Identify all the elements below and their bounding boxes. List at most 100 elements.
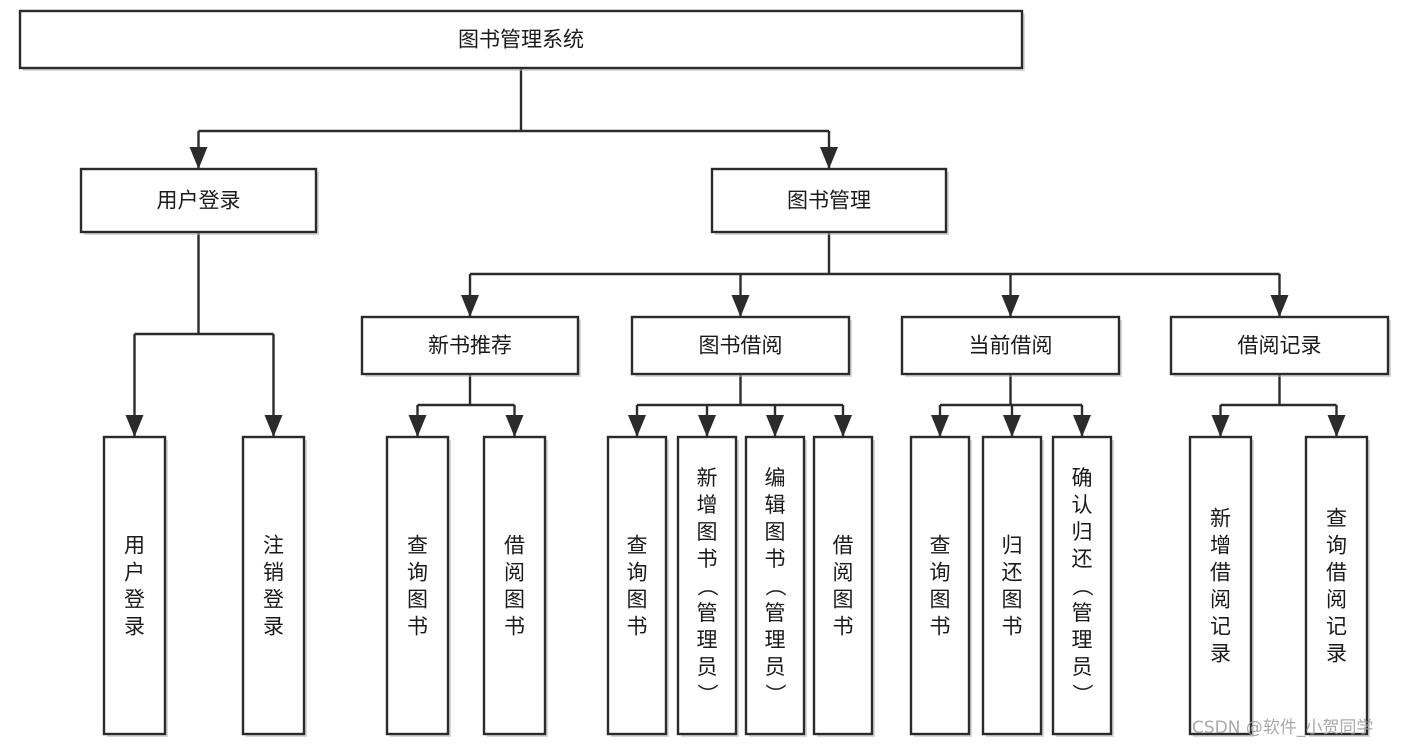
node-box[interactable] bbox=[900, 315, 1121, 376]
connector-group-root bbox=[189, 68, 838, 169]
node-box[interactable] bbox=[385, 435, 450, 736]
node-label: 借阅记录 bbox=[1238, 334, 1322, 358]
node-box[interactable] bbox=[360, 315, 580, 376]
node-box[interactable] bbox=[102, 435, 167, 736]
arrow-head-icon bbox=[1327, 415, 1346, 437]
node-new-book-recommend[interactable]: 新书推荐 bbox=[360, 315, 581, 377]
node-box[interactable] bbox=[744, 435, 806, 736]
node-current-borrow[interactable]: 当前借阅 bbox=[900, 315, 1122, 377]
arrow-head-icon bbox=[125, 415, 144, 437]
svg-text:确: 确 bbox=[1072, 466, 1093, 490]
node-box[interactable] bbox=[1304, 435, 1369, 736]
node-box[interactable] bbox=[676, 435, 738, 736]
svg-text:录: 录 bbox=[124, 615, 145, 639]
node-box[interactable] bbox=[606, 435, 668, 736]
node-label: 当前借阅 bbox=[969, 334, 1053, 358]
node-box[interactable] bbox=[812, 435, 874, 736]
arrow-head-icon bbox=[628, 415, 646, 437]
node-label: 用户登录 bbox=[157, 189, 241, 213]
node-undefined[interactable]: 图书管理系统 bbox=[18, 9, 1025, 71]
arrow-head-icon bbox=[189, 147, 208, 169]
svg-text:增: 增 bbox=[1210, 534, 1231, 558]
svg-text:查: 查 bbox=[930, 534, 951, 558]
node-box[interactable] bbox=[1169, 315, 1390, 376]
arrow-head-icon bbox=[461, 295, 479, 317]
svg-text:新: 新 bbox=[1210, 507, 1231, 531]
svg-text:阅: 阅 bbox=[833, 561, 854, 585]
node-box[interactable] bbox=[909, 435, 971, 736]
csdn-watermark: CSDN @软件_小贺同学 bbox=[1192, 718, 1373, 738]
svg-text:理: 理 bbox=[765, 628, 786, 652]
svg-text:辑: 辑 bbox=[765, 493, 786, 517]
svg-text:用: 用 bbox=[124, 534, 145, 558]
svg-text:询: 询 bbox=[930, 561, 951, 585]
node-book-borrow[interactable]: 图书借阅 bbox=[630, 315, 852, 377]
svg-text:（: （ bbox=[1070, 576, 1094, 597]
node-label: 用户登录 bbox=[124, 534, 145, 639]
node-box[interactable] bbox=[79, 167, 318, 234]
node-box[interactable] bbox=[981, 435, 1043, 736]
svg-text:增: 增 bbox=[697, 493, 718, 517]
arrow-head-icon bbox=[698, 415, 716, 437]
svg-text:查: 查 bbox=[627, 534, 648, 558]
arrow-head-icon bbox=[1073, 415, 1091, 437]
node-box[interactable] bbox=[710, 167, 948, 234]
svg-text:还: 还 bbox=[1002, 561, 1023, 585]
svg-text:）: ） bbox=[763, 684, 787, 705]
svg-text:录: 录 bbox=[1326, 642, 1347, 666]
connector-group-book-manage bbox=[461, 232, 1289, 317]
svg-text:书: 书 bbox=[930, 615, 951, 639]
arrow-head-icon bbox=[505, 415, 524, 437]
svg-text:询: 询 bbox=[1326, 534, 1347, 558]
svg-text:询: 询 bbox=[627, 561, 648, 585]
connector-group-user-login bbox=[125, 232, 283, 437]
svg-text:）: ） bbox=[695, 684, 719, 705]
node-book-manage[interactable]: 图书管理 bbox=[710, 167, 949, 235]
svg-text:记: 记 bbox=[1326, 615, 1347, 639]
svg-text:记: 记 bbox=[1210, 615, 1231, 639]
svg-text:员: 员 bbox=[1072, 655, 1093, 679]
arrow-head-icon bbox=[1003, 415, 1021, 437]
node-label: 图书管理系统 bbox=[458, 28, 584, 52]
svg-text:户: 户 bbox=[124, 561, 145, 585]
svg-text:理: 理 bbox=[697, 628, 718, 652]
node-user-login[interactable]: 用户登录 bbox=[79, 167, 319, 235]
svg-text:借: 借 bbox=[1326, 561, 1347, 585]
node-label: 图书管理 bbox=[787, 189, 871, 213]
node-box[interactable] bbox=[1051, 435, 1113, 736]
node-box[interactable] bbox=[1188, 435, 1253, 736]
arrow-head-icon bbox=[264, 415, 283, 437]
node-box[interactable] bbox=[482, 435, 547, 736]
svg-text:查: 查 bbox=[1326, 507, 1347, 531]
svg-text:图: 图 bbox=[765, 520, 786, 544]
node-box[interactable] bbox=[630, 315, 851, 376]
node-label: 新书推荐 bbox=[428, 334, 512, 358]
svg-text:管: 管 bbox=[1072, 601, 1093, 625]
svg-text:（: （ bbox=[695, 576, 719, 597]
arrow-head-icon bbox=[834, 415, 852, 437]
connector-group-new-book-recommend bbox=[408, 374, 524, 437]
node-box[interactable] bbox=[18, 9, 1024, 70]
node-box[interactable] bbox=[241, 435, 306, 736]
node-borrow-record[interactable]: 借阅记录 bbox=[1169, 315, 1391, 377]
svg-text:图: 图 bbox=[504, 588, 525, 612]
node-leaf-user-login[interactable]: 用户登录 bbox=[102, 435, 168, 737]
svg-text:书: 书 bbox=[697, 547, 718, 571]
